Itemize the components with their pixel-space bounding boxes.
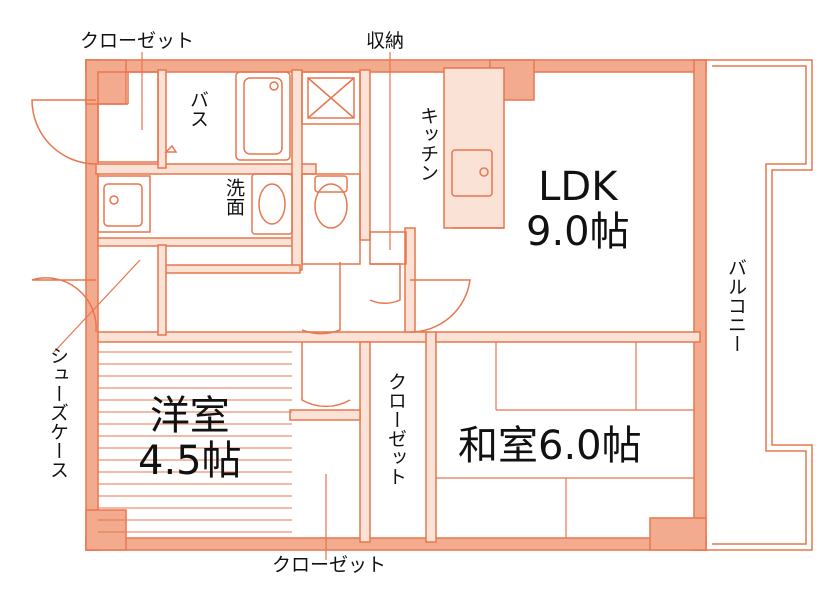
washroom-label: 洗面 xyxy=(223,178,245,216)
closet-mid-label: クローゼット xyxy=(385,372,407,486)
storage-label: 収納 xyxy=(366,30,405,52)
closet-top-label: クローゼット xyxy=(80,30,195,52)
interior-walls xyxy=(95,67,701,543)
shoe-case-label: シューズケース xyxy=(47,346,69,479)
fixtures xyxy=(97,71,504,265)
youshitsu-room-label: 洋室 4.5帖 xyxy=(138,394,242,484)
balcony xyxy=(706,59,813,551)
kitchen-label: キッチン xyxy=(417,106,439,182)
washitsu-size: 6.0帖 xyxy=(538,423,642,469)
balcony-label: バルコニー xyxy=(725,258,747,353)
tatami-lines xyxy=(436,342,694,538)
ldk-size: 9.0帖 xyxy=(526,208,630,255)
youshitsu-size: 4.5帖 xyxy=(138,437,242,484)
doors xyxy=(31,99,471,408)
washitsu-room-label: 和室6.0帖 xyxy=(458,426,642,466)
ldk-room-label: LDK 9.0帖 xyxy=(526,165,630,255)
ldk-name: LDK xyxy=(538,164,618,210)
washitsu-name: 和室 xyxy=(458,423,538,469)
youshitsu-name: 洋室 xyxy=(149,393,230,439)
bath-label: バス xyxy=(187,90,209,128)
leaders xyxy=(53,52,391,560)
closet-bottom-label: クローゼット xyxy=(272,554,387,576)
youshitsu-floor-lines xyxy=(98,351,292,533)
